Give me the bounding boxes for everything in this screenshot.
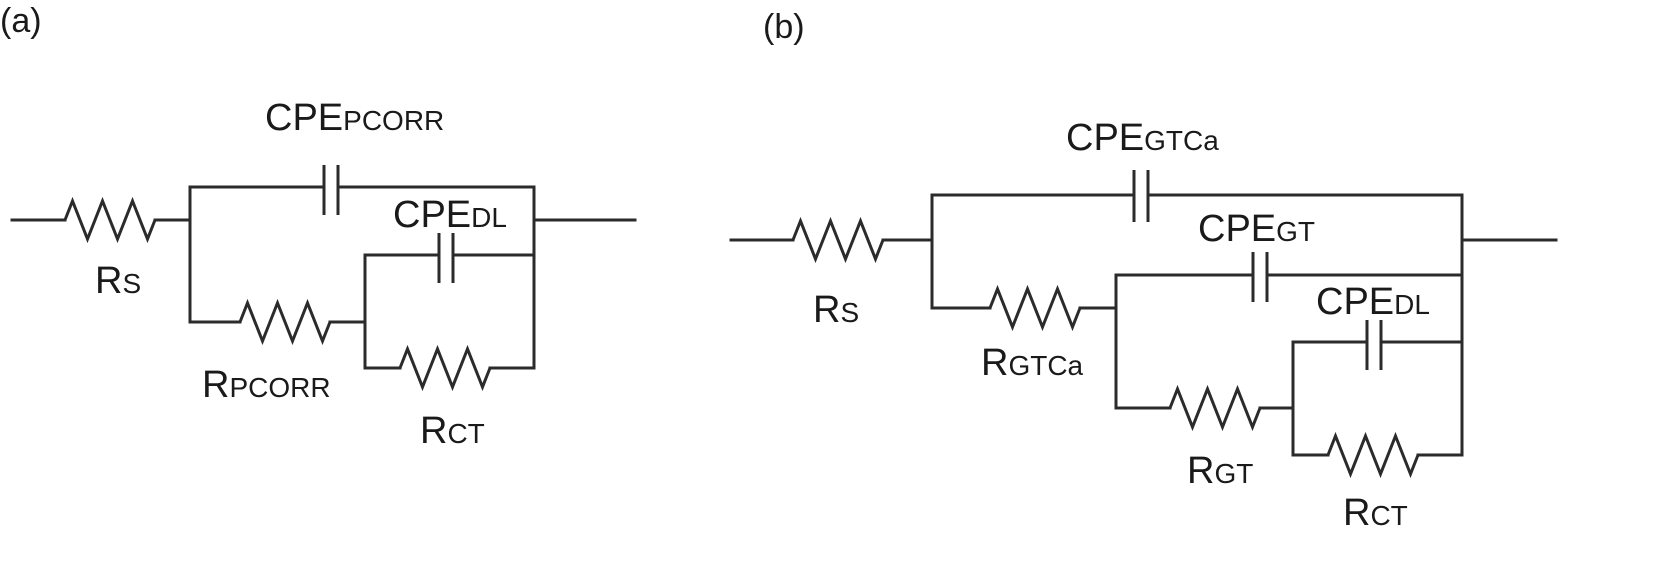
panel-a-label: (a) xyxy=(0,2,42,40)
panel-b-cpe-gtca xyxy=(1132,170,1150,222)
panel-a-label-rs: RS xyxy=(95,260,141,302)
panel-a-label-rct: RCT xyxy=(420,410,485,452)
panel-b-label-rct: RCT xyxy=(1343,492,1408,534)
panel-b-wires xyxy=(729,193,1558,457)
panel-a-resistor-rpcorr xyxy=(238,298,332,346)
panel-b-label: (b) xyxy=(763,8,805,46)
panel-b-label-cpe-gtca: CPEGTCa xyxy=(1066,117,1219,159)
panel-a-resistor-rct xyxy=(398,344,492,392)
panel-a-cpe-dl xyxy=(437,233,455,283)
panel-a-label-cpe-pcorr: CPEPCORR xyxy=(265,97,444,139)
panel-a-resistor-rs xyxy=(63,196,157,244)
panel-b-label-cpe-dl: CPEDL xyxy=(1316,281,1430,323)
panel-b-resistor-rgtca xyxy=(988,284,1082,332)
panel-b-label-rgt: RGT xyxy=(1187,450,1253,492)
panel-b-cpe-gt xyxy=(1251,252,1269,302)
panel-b-label-rs: RS xyxy=(813,289,859,331)
panel-a-label-rpcorr: RPCORR xyxy=(202,364,331,406)
panel-a-wires xyxy=(10,185,637,370)
panel-a-label-cpe-dl: CPEDL xyxy=(393,194,507,236)
panel-b-resistor-rs xyxy=(791,216,885,264)
panel-b-label-cpe-gt: CPEGT xyxy=(1198,208,1315,250)
panel-a-cpe-pcorr xyxy=(322,165,340,215)
panel-b-label-rgtca: RGTCa xyxy=(981,342,1084,384)
panel-b-resistor-rgt xyxy=(1168,384,1262,432)
panel-b-cpe-dl xyxy=(1365,320,1383,370)
panel-a: (a) xyxy=(0,2,637,452)
panel-b-resistor-rct xyxy=(1326,431,1420,479)
panel-b: (b) xyxy=(729,8,1558,534)
